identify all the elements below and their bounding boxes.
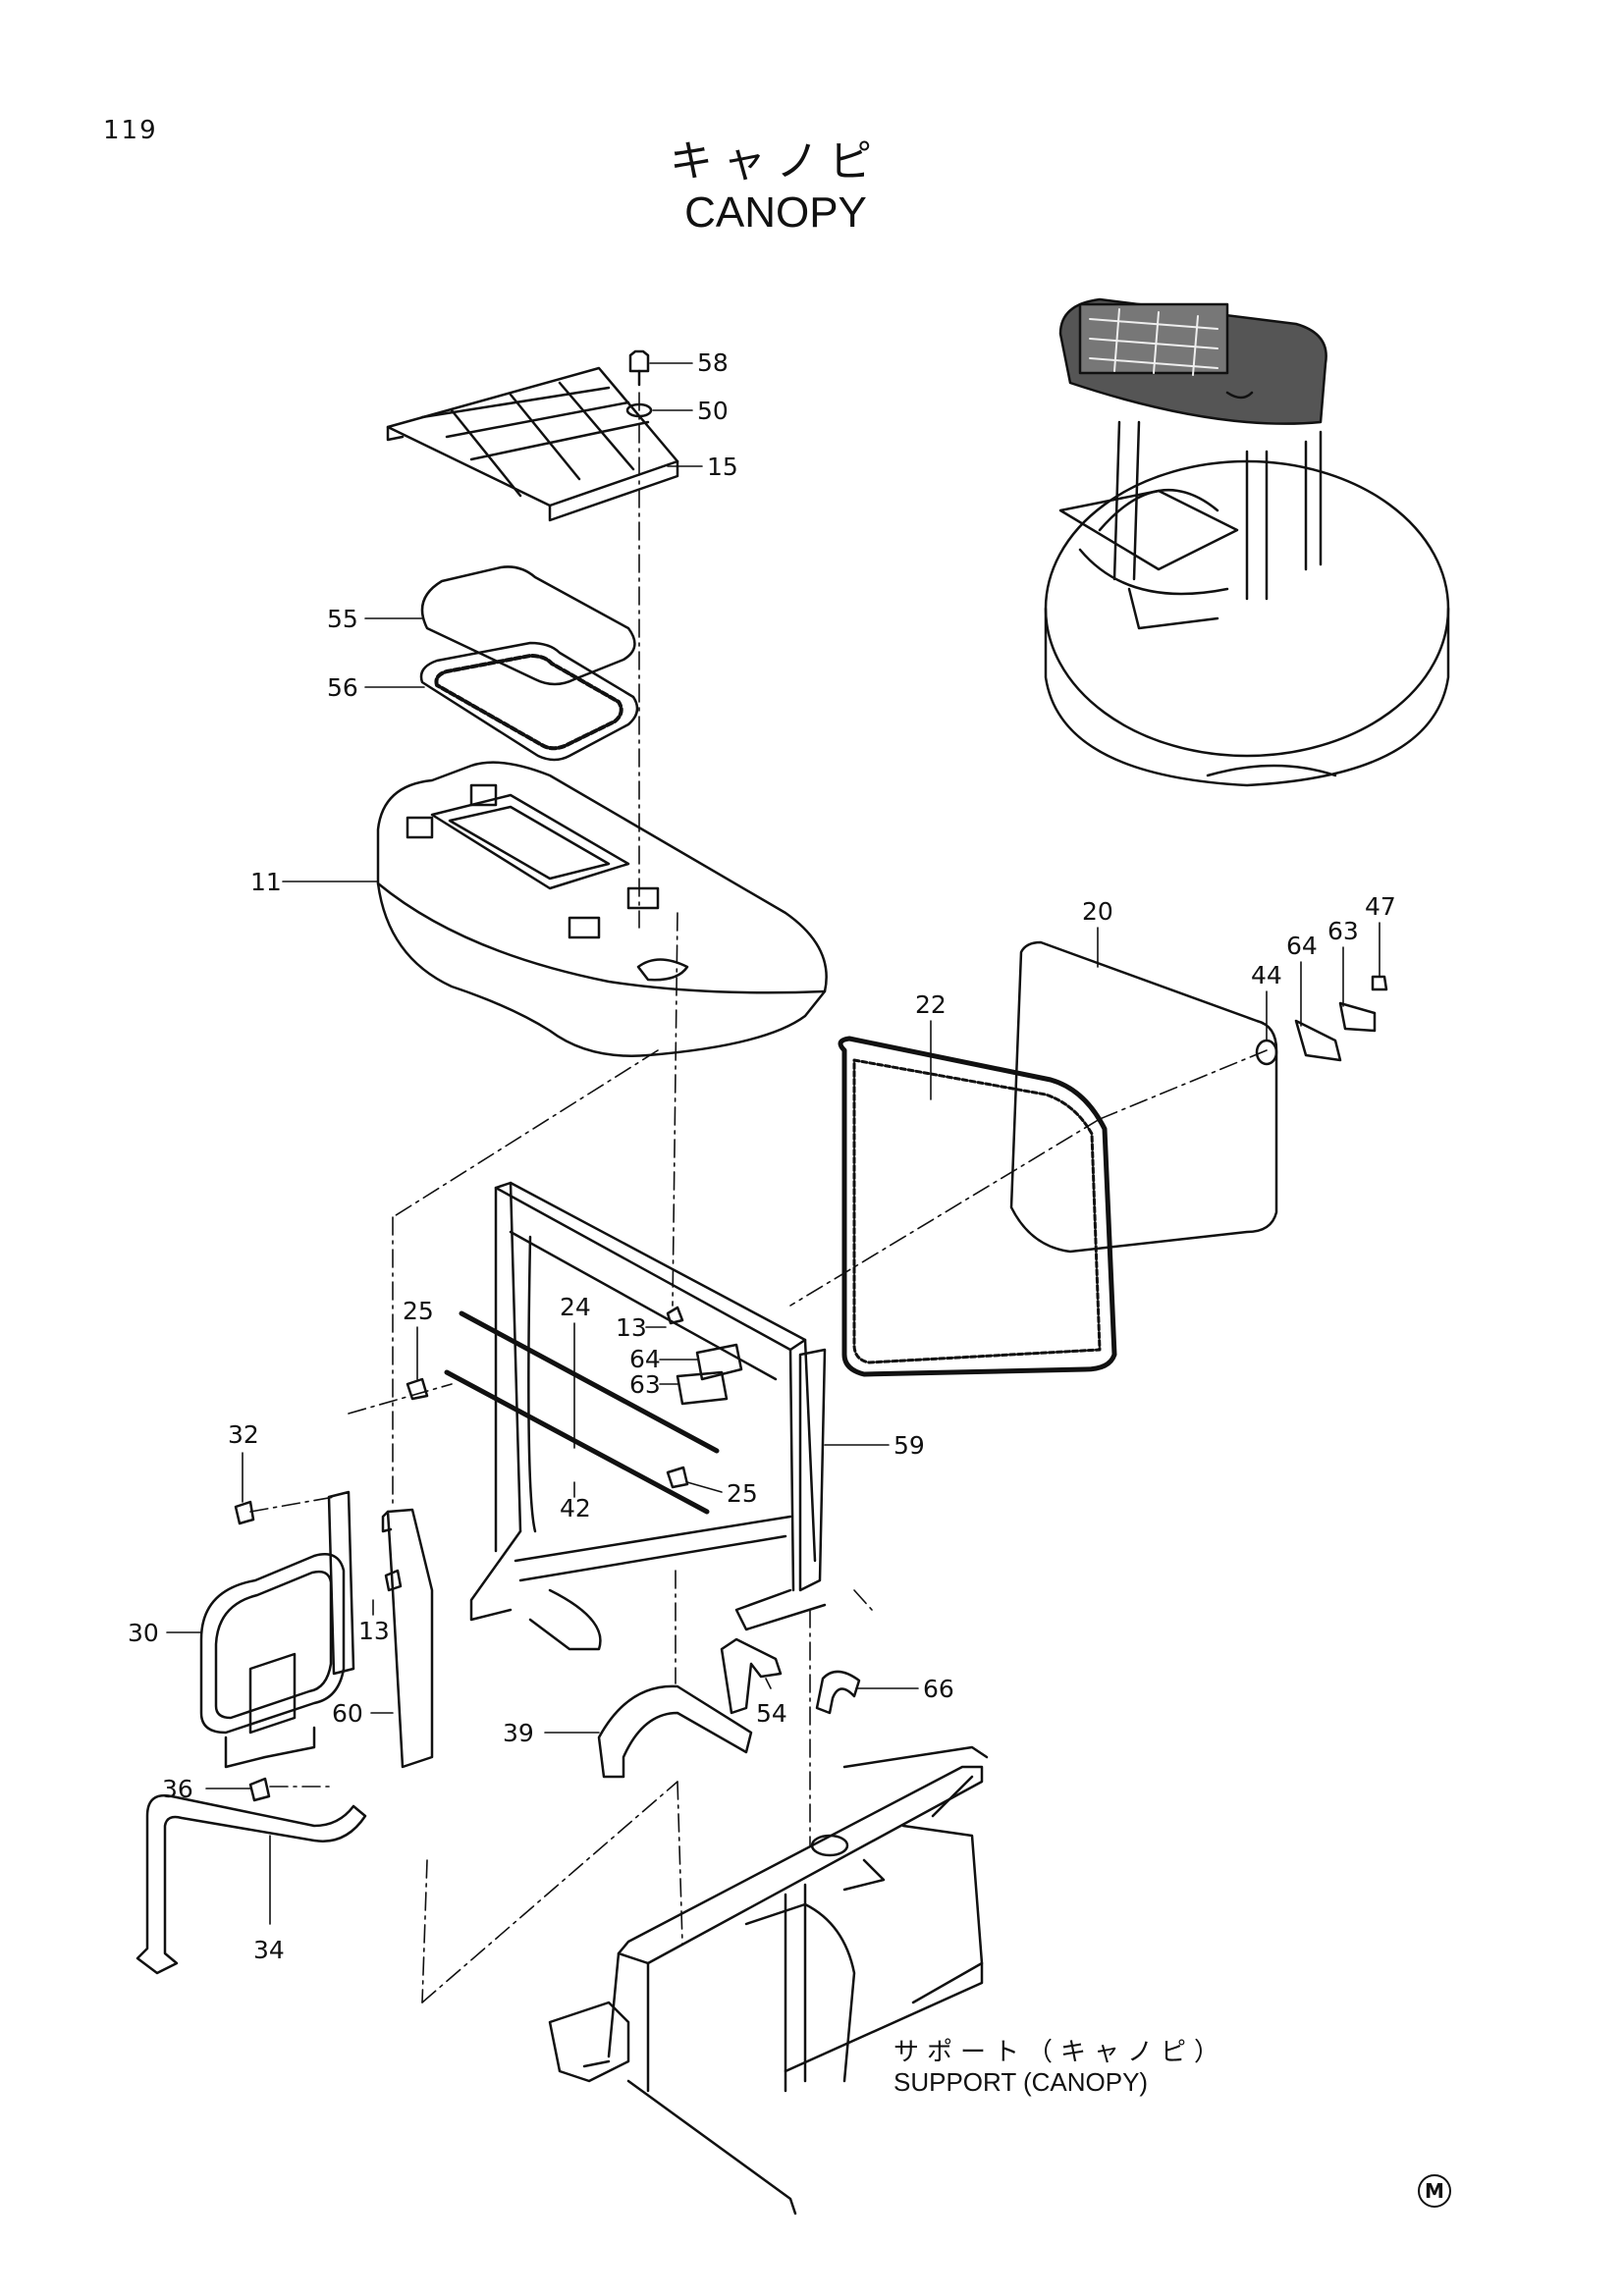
callout-25-b: 25 [727, 1479, 758, 1508]
part-34-handrail [135, 1793, 367, 1975]
part-15-roof-guard [386, 366, 679, 522]
callout-64-b: 64 [629, 1345, 661, 1373]
part-24-rod [459, 1310, 720, 1454]
callout-54: 54 [756, 1699, 787, 1728]
part-58-bolt [628, 349, 650, 387]
part-25-bolt-b [666, 1466, 689, 1489]
part-47-bolt [1371, 975, 1388, 991]
part-55-roof-glass [420, 565, 636, 686]
callout-36: 36 [162, 1775, 193, 1803]
callout-22: 22 [915, 990, 947, 1019]
callout-32: 32 [228, 1420, 259, 1449]
page-number: 119 [103, 116, 158, 145]
callout-55: 55 [327, 605, 358, 633]
callout-20: 20 [1082, 897, 1113, 926]
part-42-rod [444, 1369, 710, 1515]
callout-63-a: 63 [1327, 917, 1359, 945]
part-54-grommet [720, 1637, 783, 1715]
part-44-collar [1255, 1039, 1278, 1066]
callout-30: 30 [128, 1619, 159, 1647]
part-36-bolt [248, 1777, 271, 1802]
part-13-bolt-upper [666, 1306, 684, 1325]
callout-42: 42 [560, 1494, 591, 1522]
callout-50: 50 [697, 397, 729, 425]
callout-56: 56 [327, 673, 358, 702]
support-canopy-frame [548, 1745, 989, 2216]
callout-47: 47 [1365, 892, 1396, 921]
callout-58: 58 [697, 348, 729, 377]
part-60-rear-pillar [386, 1508, 434, 1769]
part-66-grommet [815, 1670, 861, 1715]
subassembly-label-english: SUPPORT (CANOPY) [893, 2067, 1149, 2097]
callout-59: 59 [893, 1431, 925, 1460]
title-english: CANOPY [684, 188, 867, 237]
callout-15: 15 [707, 453, 738, 481]
canopy-frame [469, 1181, 827, 1651]
part-11-roof-shell [376, 761, 828, 1057]
part-13-bolt-lower [384, 1569, 403, 1592]
part-59-front-pillar [798, 1348, 827, 1592]
callout-64-a: 64 [1286, 932, 1318, 960]
callout-labels: 58 50 15 55 56 11 20 22 44 64 63 47 25 2… [128, 348, 1396, 1964]
part-63-plate [1338, 1001, 1377, 1033]
manufacturer-mark: M [1418, 2174, 1451, 2208]
part-25-bolt-a [406, 1377, 429, 1401]
part-20-window-glass [1009, 940, 1278, 1254]
part-22-weatherstrip [838, 1036, 1117, 1377]
callout-66: 66 [923, 1675, 954, 1703]
callout-13-a: 13 [616, 1313, 647, 1342]
callout-44: 44 [1251, 961, 1282, 989]
part-32-bolt [234, 1500, 255, 1525]
part-64-plate-upper [695, 1343, 743, 1381]
assembly-lines [249, 392, 1268, 2003]
part-56-roof-seal [419, 641, 639, 762]
callout-63-b: 63 [629, 1370, 661, 1399]
callout-25-a: 25 [403, 1297, 434, 1325]
callout-24: 24 [560, 1293, 591, 1321]
assembled-canopy-overview [1044, 297, 1450, 787]
callout-13-b: 13 [358, 1617, 390, 1645]
part-30-mirror [199, 1490, 355, 1769]
callout-34: 34 [253, 1936, 285, 1964]
callout-39: 39 [503, 1719, 534, 1747]
part-63-plate-upper [676, 1370, 729, 1406]
callout-11: 11 [250, 868, 282, 896]
part-39-trim [597, 1684, 753, 1779]
part-64-plate [1294, 1019, 1342, 1062]
callout-leaders [166, 362, 1380, 1925]
callout-60: 60 [332, 1699, 363, 1728]
subassembly-label-japanese: サポート（キャノピ） [893, 2038, 1228, 2067]
title-japanese: キャノピ [670, 136, 882, 187]
